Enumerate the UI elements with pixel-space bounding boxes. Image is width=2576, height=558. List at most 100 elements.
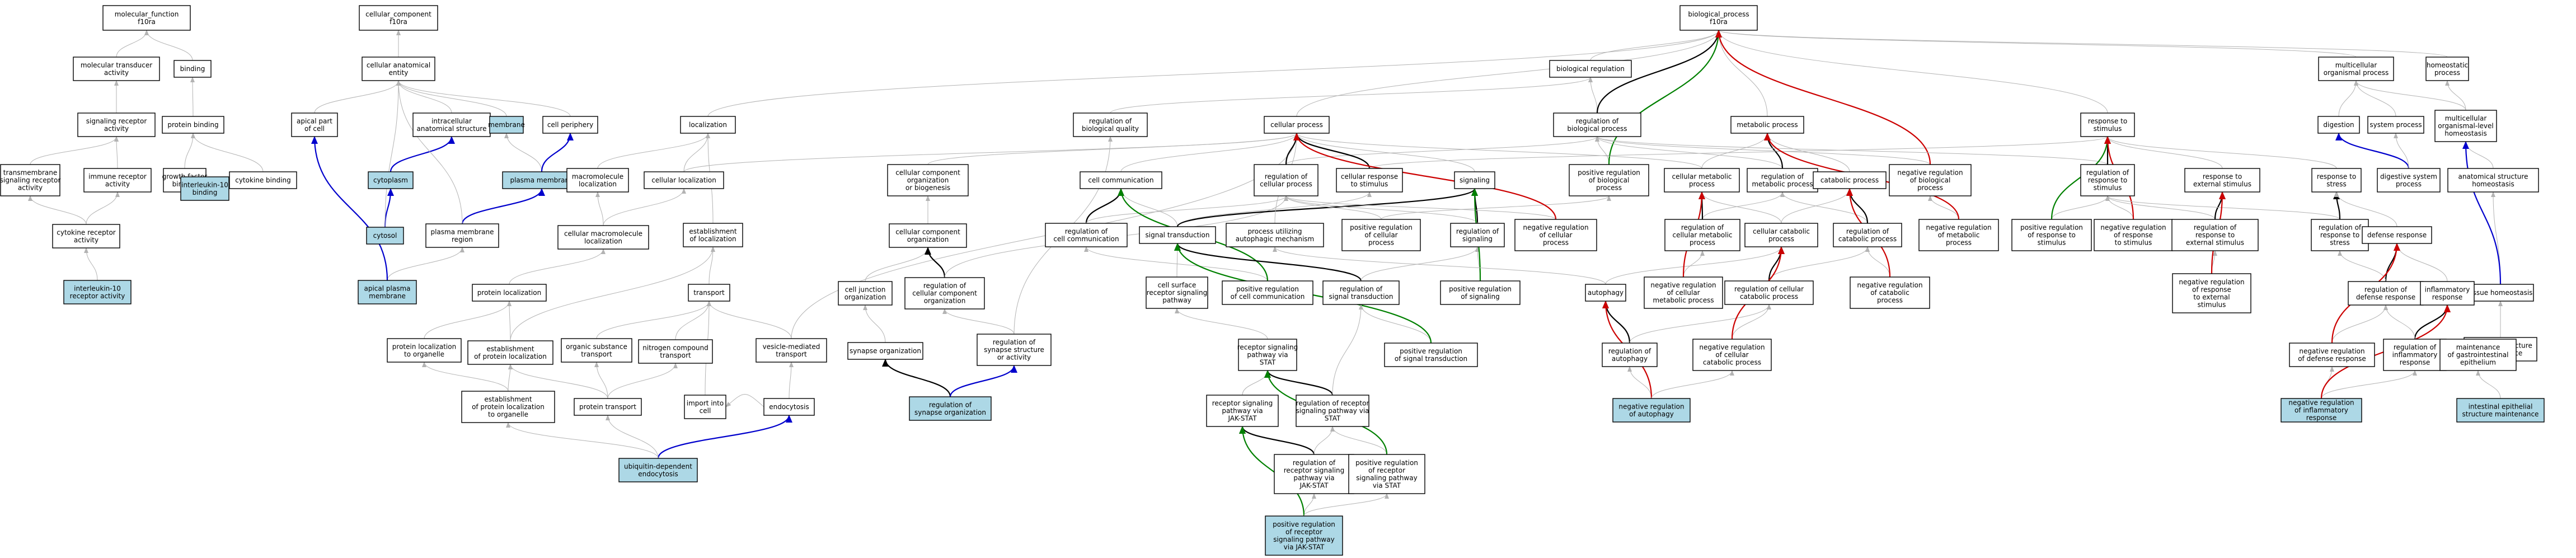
node-autophagy[interactable]: autophagy [1585,284,1626,302]
node-breg[interactable]: biological regulation [1549,60,1632,78]
node-sig[interactable]: signaling [1454,171,1495,189]
node-membrane[interactable]: membrane [488,116,525,134]
node-catab[interactable]: catabolic process [1813,171,1887,189]
node-cellproc[interactable]: cellular process [1264,116,1330,134]
node-sysproc[interactable]: system process [2367,116,2424,134]
node-pb[interactable]: protein binding [162,116,224,134]
node-protloc[interactable]: protein localization [472,284,547,302]
node-metab[interactable]: metabolic process [1730,116,1804,134]
node-binding[interactable]: binding [173,60,212,78]
node-st[interactable]: signal transduction [1139,226,1216,244]
node-transport[interactable]: transport [688,284,730,302]
node-ptrans[interactable]: protein transport [574,398,642,416]
node-cytosol[interactable]: cytosol [366,227,404,245]
node-cb[interactable]: cytokine binding [229,171,297,189]
node-so[interactable]: synapse organization [847,342,923,360]
node-ccomm[interactable]: cell communication [1080,171,1162,189]
node-cperiph[interactable]: cell periphery [542,116,598,134]
node-cytoplasm[interactable]: cytoplasm [368,171,414,189]
node-loc[interactable]: localization [680,116,736,134]
node-pm[interactable]: plasma membrane [502,171,581,189]
node-cloc[interactable]: cellular localization [644,171,724,189]
node-tissh[interactable]: tissue homeostasis [2467,284,2534,302]
node-endo[interactable]: endocytosis [763,398,815,416]
node-digestion[interactable]: digestion [2317,116,2360,134]
